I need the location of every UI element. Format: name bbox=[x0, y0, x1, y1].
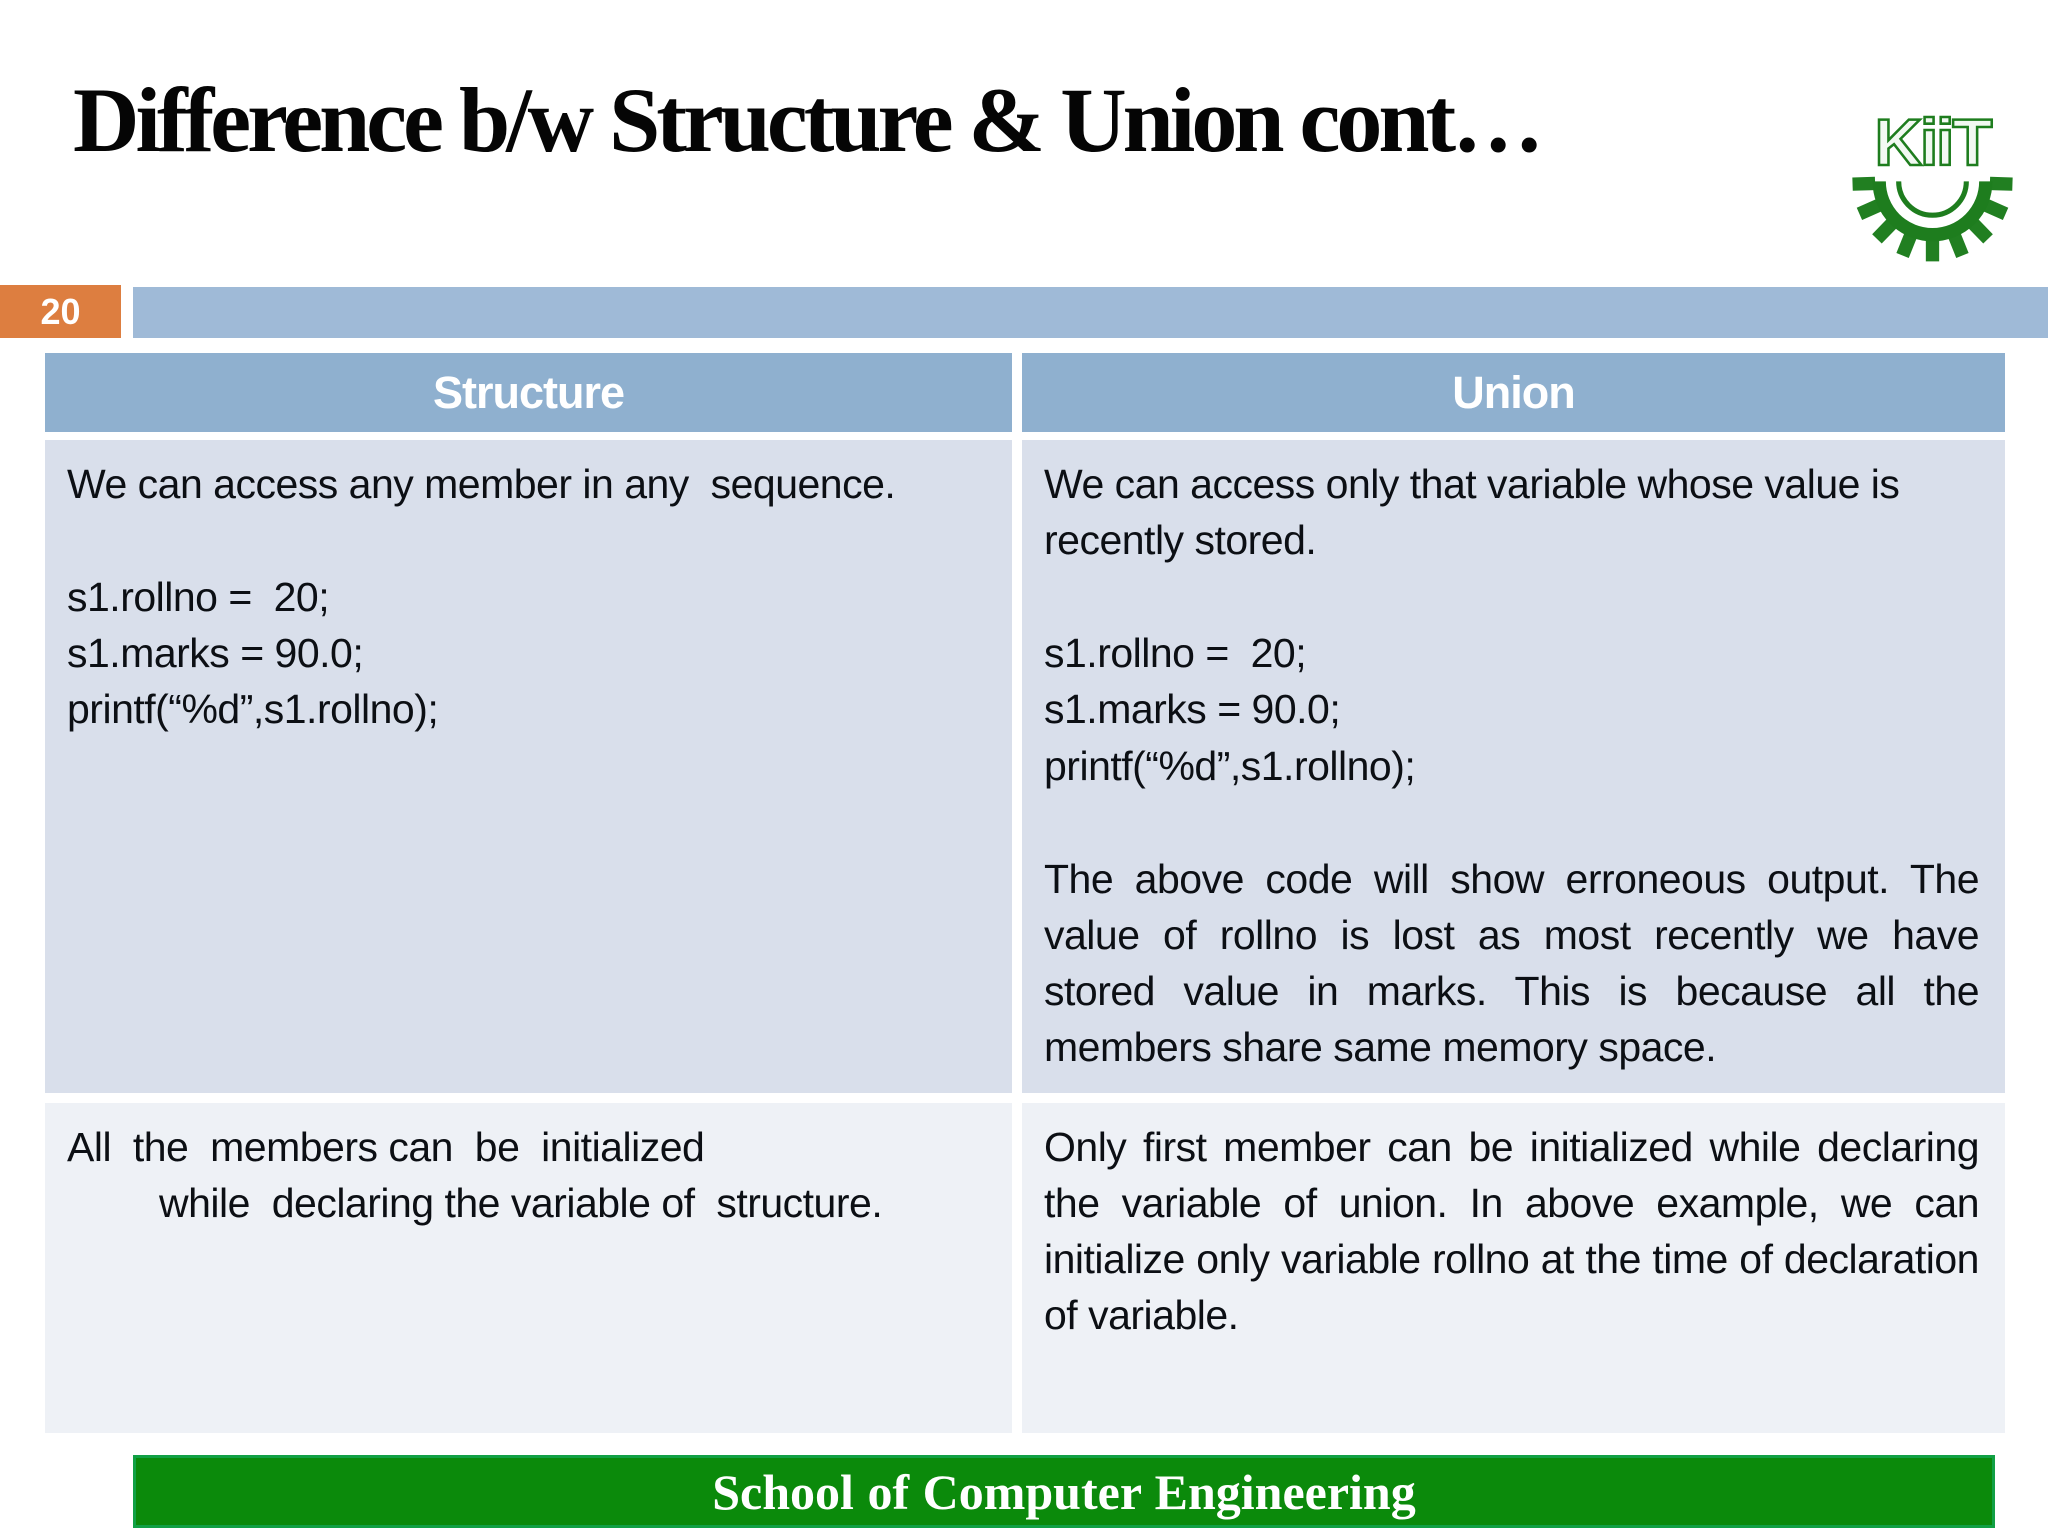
structure-row1-code-line3: printf(“%d”,s1.rollno); bbox=[67, 686, 439, 733]
spacer bbox=[1044, 794, 1979, 851]
structure-row2-line2: while declaring the variable of structur… bbox=[159, 1180, 883, 1227]
structure-row1-text: We can access any member in any sequence… bbox=[67, 461, 896, 507]
page-number-badge: 20 bbox=[0, 285, 121, 338]
slide-title: Difference b/w Structure & Union cont… bbox=[73, 69, 1544, 171]
cell-row2-union: Only first member can be initialized whi… bbox=[1022, 1103, 2005, 1433]
union-row1-code-line2: s1.marks = 90.0; bbox=[1044, 686, 1341, 733]
footer-bar: School of Computer Engineering bbox=[133, 1455, 1995, 1528]
page-number: 20 bbox=[40, 290, 81, 332]
kiit-gear-inner-ring bbox=[1896, 181, 1969, 218]
union-row1-code-line3: printf(“%d”,s1.rollno); bbox=[1044, 742, 1416, 789]
union-row1-code-line1: s1.rollno = 20; bbox=[1044, 630, 1307, 677]
cell-row1-structure: We can access any member in any sequence… bbox=[45, 440, 1012, 1093]
top-bar-decoration bbox=[133, 287, 2048, 338]
structure-row1-code-line2: s1.marks = 90.0; bbox=[67, 630, 364, 677]
structure-row1-code-line1: s1.rollno = 20; bbox=[67, 574, 330, 621]
cell-row2-structure: All the members can be initialized while… bbox=[45, 1103, 1012, 1433]
structure-row2-line1: All the members can be initialized bbox=[67, 1124, 705, 1170]
cell-row1-union: We can access only that variable whose v… bbox=[1022, 440, 2005, 1093]
spacer bbox=[67, 512, 986, 569]
spacer bbox=[1044, 568, 1979, 625]
kiit-logo: KiiT bbox=[1852, 105, 2013, 262]
footer-text: School of Computer Engineering bbox=[712, 1463, 1416, 1520]
kiit-logo-text: KiiT bbox=[1875, 106, 1993, 179]
table-header-structure: Structure bbox=[45, 353, 1012, 432]
union-row2-text: Only first member can be initialized whi… bbox=[1044, 1124, 1980, 1339]
union-row1-text: We can access only that variable whose v… bbox=[1044, 461, 1911, 564]
kiit-gear-teeth bbox=[1852, 176, 2013, 262]
union-row1-explanation: The above code will show erroneous outpu… bbox=[1044, 855, 1980, 1071]
kiit-gear-ring bbox=[1872, 181, 1993, 242]
table-header-union: Union bbox=[1022, 353, 2005, 432]
